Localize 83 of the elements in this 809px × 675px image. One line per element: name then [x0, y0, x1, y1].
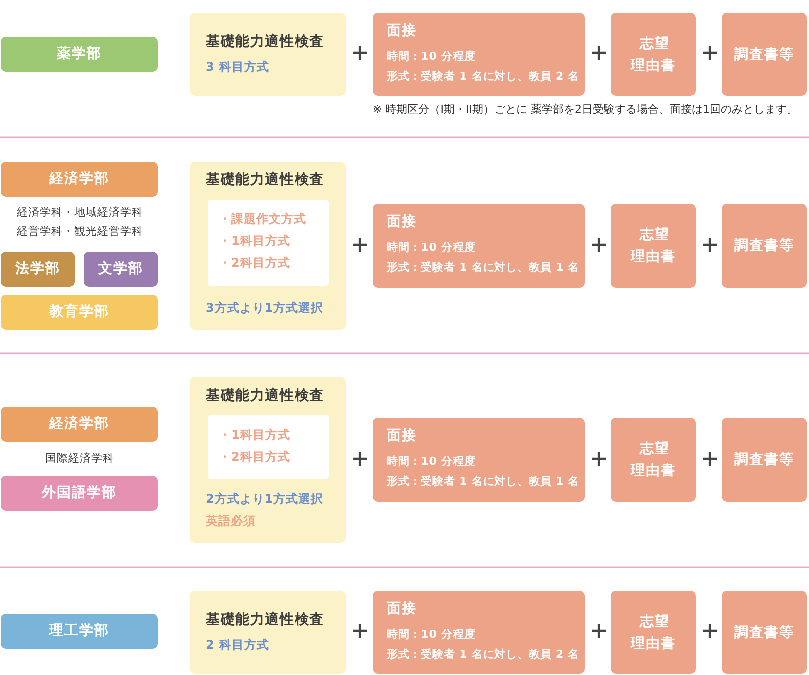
option-item: ・課題作文方式	[219, 211, 306, 228]
option-item: ・1科目方式	[219, 427, 290, 444]
department-name: 経済学部	[50, 170, 110, 189]
department-name: 法学部	[16, 260, 60, 279]
department-box	[1, 407, 158, 442]
footnote: ※ 時期区分（I期・II期）ごとに 薬学部を2日受験する場合、面接は1回のみとします。	[373, 102, 798, 117]
test-title: 基礎能力適性検査	[206, 611, 324, 630]
interview-title: 面接	[387, 427, 417, 446]
interview-detail: 形式：受験者 1 名に対し、教員 2 名	[387, 69, 580, 84]
interview-detail: 時間：10 分程度	[387, 49, 476, 64]
plus-sign: +	[590, 623, 606, 641]
interview-title: 面接	[387, 22, 417, 41]
department-name: 経済学部	[50, 414, 110, 434]
interview-box	[373, 13, 585, 96]
department-subjects: 経済学科・地域経済学科経営学科・観光経営学科	[16, 205, 144, 240]
document-name: 志望理由書	[630, 226, 677, 267]
document-box	[722, 418, 807, 502]
document-box	[722, 591, 807, 674]
document-box	[611, 204, 696, 288]
plus-sign: +	[701, 237, 717, 255]
plus-sign: +	[701, 623, 717, 641]
requirement-note: 英語必須	[206, 513, 256, 530]
option-item: ・1科目方式	[219, 233, 290, 250]
method-note: 3 科目方式	[206, 59, 270, 76]
plus-sign: +	[590, 45, 606, 63]
test-title: 基礎能力適性検査	[206, 171, 324, 190]
interview-box	[373, 418, 585, 502]
document-name: 志望理由書	[630, 440, 677, 481]
option-item: ・2科目方式	[219, 255, 290, 272]
test-box	[190, 377, 346, 543]
test-title: 基礎能力適性検査	[206, 387, 324, 406]
department-box	[1, 252, 75, 287]
method-note: 3方式より1方式選択	[206, 300, 324, 317]
document-name: 調査書等	[734, 451, 794, 470]
department-name: 教育学部	[50, 302, 110, 322]
document-name: 志望理由書	[630, 612, 677, 654]
plus-sign: +	[351, 237, 367, 255]
method-note: 2方式より1方式選択	[206, 491, 324, 508]
test-box	[190, 13, 346, 96]
interview-box	[373, 204, 585, 288]
document-box	[722, 204, 807, 288]
department-subjects: 国際経済学科	[44, 451, 116, 467]
interview-title: 面接	[387, 213, 417, 232]
option-list-box	[208, 200, 329, 286]
plus-sign: +	[351, 451, 367, 469]
document-box	[611, 591, 696, 674]
document-name: 志望理由書	[630, 34, 677, 76]
interview-detail: 形式：受験者 1 名に対し、教員 2 名	[387, 647, 580, 662]
plus-sign: +	[590, 237, 606, 255]
plus-sign: +	[701, 45, 717, 63]
department-box	[1, 295, 158, 330]
interview-detail: 形式：受験者 1 名に対し、教員 1 名	[387, 474, 580, 490]
department-box	[1, 37, 158, 72]
method-note: 2 科目方式	[206, 637, 270, 654]
plus-sign: +	[351, 45, 367, 63]
test-box	[190, 591, 346, 674]
department-box	[1, 162, 158, 197]
interview-detail: 形式：受験者 1 名に対し、教員 1 名	[387, 260, 580, 276]
department-name: 文学部	[98, 260, 144, 279]
test-box	[190, 162, 346, 330]
option-item: ・2科目方式	[219, 449, 290, 466]
department-box	[1, 476, 158, 511]
interview-box	[373, 591, 585, 674]
document-name: 調査書等	[734, 237, 794, 256]
plus-sign: +	[351, 623, 367, 641]
plus-sign: +	[701, 451, 717, 469]
department-name: 外国語学部	[42, 484, 117, 503]
document-box	[611, 13, 696, 96]
interview-detail: 時間：10 分程度	[387, 627, 476, 642]
document-name: 調査書等	[734, 46, 794, 64]
document-box	[722, 13, 807, 96]
document-name: 調査書等	[734, 624, 794, 642]
document-box	[611, 418, 696, 502]
department-box	[84, 252, 158, 287]
interview-detail: 時間：10 分程度	[387, 454, 476, 470]
department-box	[1, 614, 158, 649]
test-title: 基礎能力適性検査	[206, 33, 324, 52]
department-name: 薬学部	[57, 44, 102, 64]
department-name: 理工学部	[50, 622, 110, 641]
option-list-box	[208, 415, 329, 479]
interview-detail: 時間：10 分程度	[387, 240, 476, 256]
interview-title: 面接	[387, 600, 417, 619]
plus-sign: +	[590, 451, 606, 469]
